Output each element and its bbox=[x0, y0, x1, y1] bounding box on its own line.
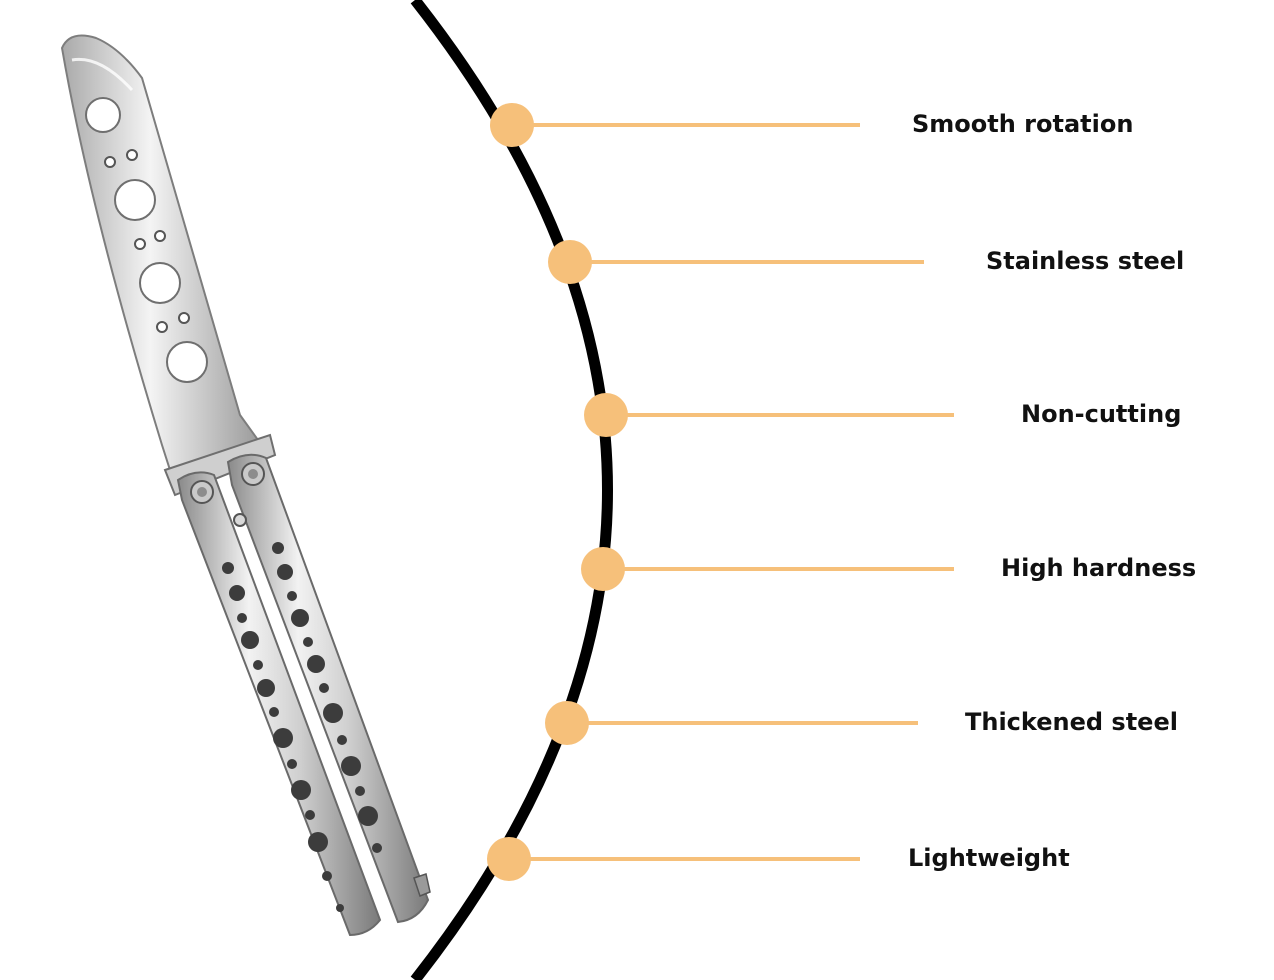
feature-label-stainless-steel: Stainless steel bbox=[986, 247, 1185, 275]
marker-dot-high-hardness bbox=[581, 547, 625, 591]
knife-blade bbox=[60, 34, 260, 472]
feature-label-high-hardness: High hardness bbox=[1001, 554, 1197, 582]
knife-handle-left bbox=[176, 471, 382, 937]
knife-handle-right bbox=[226, 453, 431, 924]
feature-callouts bbox=[487, 103, 954, 881]
marker-dot-non-cutting bbox=[584, 393, 628, 437]
butterfly-knife-image bbox=[60, 34, 431, 937]
feature-arc bbox=[410, 0, 613, 980]
feature-label-lightweight: Lightweight bbox=[908, 844, 1070, 872]
feature-label-smooth-rotation: Smooth rotation bbox=[912, 110, 1134, 138]
feature-label-thickened-steel: Thickened steel bbox=[965, 708, 1178, 736]
marker-dot-stainless-steel bbox=[548, 240, 592, 284]
marker-dot-thickened-steel bbox=[545, 701, 589, 745]
marker-dot-lightweight bbox=[487, 837, 531, 881]
marker-dot-smooth-rotation bbox=[490, 103, 534, 147]
feature-label-non-cutting: Non-cutting bbox=[1021, 400, 1182, 428]
